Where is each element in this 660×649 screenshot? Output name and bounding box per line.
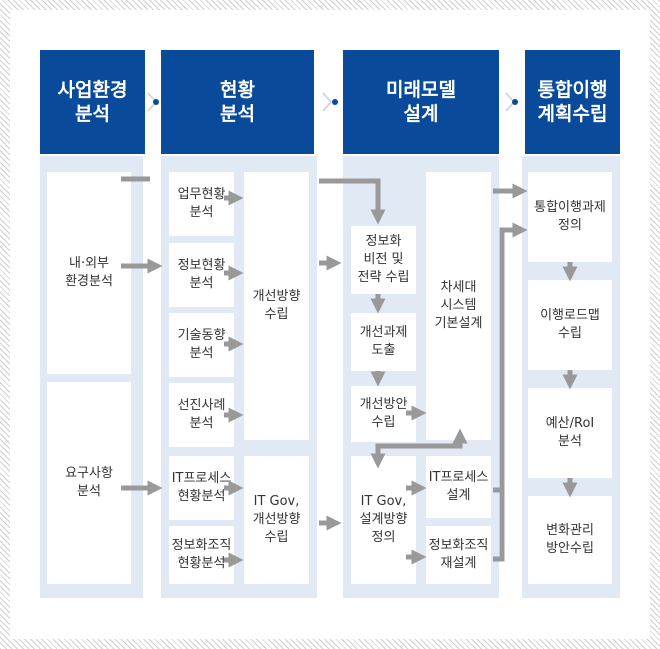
header-future-model: 미래모델 설계 bbox=[343, 50, 499, 154]
line-org-to-riser bbox=[493, 490, 505, 562]
box-best-practice: 선진사례 분석 bbox=[169, 383, 234, 447]
box-tech-trend: 기술동향 분석 bbox=[169, 313, 234, 377]
header-dots bbox=[132, 99, 518, 105]
box-it-process-status: IT프로세스 현황분석 bbox=[169, 456, 234, 520]
box-budget-roi: 예산/RoI 분석 bbox=[528, 388, 612, 478]
box-roadmap: 이행로드맵 수립 bbox=[528, 280, 612, 370]
box-business-status: 업무현황 분석 bbox=[169, 172, 234, 236]
box-vision-strategy: 정보화 비전 및 전략 수립 bbox=[351, 226, 416, 294]
box-it-gov-design: IT Gov, 설계방향 정의 bbox=[351, 456, 416, 584]
box-change-mgmt: 변화관리 방안수립 bbox=[528, 496, 612, 584]
arrow-process-to-task-def bbox=[493, 222, 528, 493]
arrow-top-into-vision bbox=[319, 178, 386, 225]
box-info-org-status: 정보화조직 현황분석 bbox=[169, 526, 234, 584]
box-next-gen-system: 차세대 시스템 기본설계 bbox=[426, 172, 491, 440]
box-requirements-analysis: 요구사항 분석 bbox=[47, 382, 131, 584]
box-internal-external-analysis: 내·외부 환경분석 bbox=[47, 172, 131, 374]
header-business-env: 사업환경 분석 bbox=[40, 50, 145, 154]
header-transition-plan: 통합이행 계획수립 bbox=[525, 50, 620, 154]
box-improvement-plan: 개선방안 수립 bbox=[351, 386, 416, 442]
header-chevrons bbox=[147, 92, 516, 112]
box-improvement-tasks: 개선과제 도출 bbox=[351, 313, 416, 371]
arrows bbox=[121, 176, 578, 568]
box-task-definition: 통합이행과제 정의 bbox=[528, 172, 612, 262]
box-info-org-redesign: 정보화조직 재설계 bbox=[426, 526, 491, 584]
connector-layer bbox=[121, 92, 578, 568]
arrow-plan-design-link bbox=[370, 428, 468, 469]
header-current-state: 현황 분석 bbox=[161, 50, 314, 154]
box-improvement-direction: 개선방향 수립 bbox=[244, 172, 309, 440]
box-it-gov-direction: IT Gov, 개선방향 수립 bbox=[244, 456, 309, 584]
box-info-status: 정보현황 분석 bbox=[169, 243, 234, 307]
